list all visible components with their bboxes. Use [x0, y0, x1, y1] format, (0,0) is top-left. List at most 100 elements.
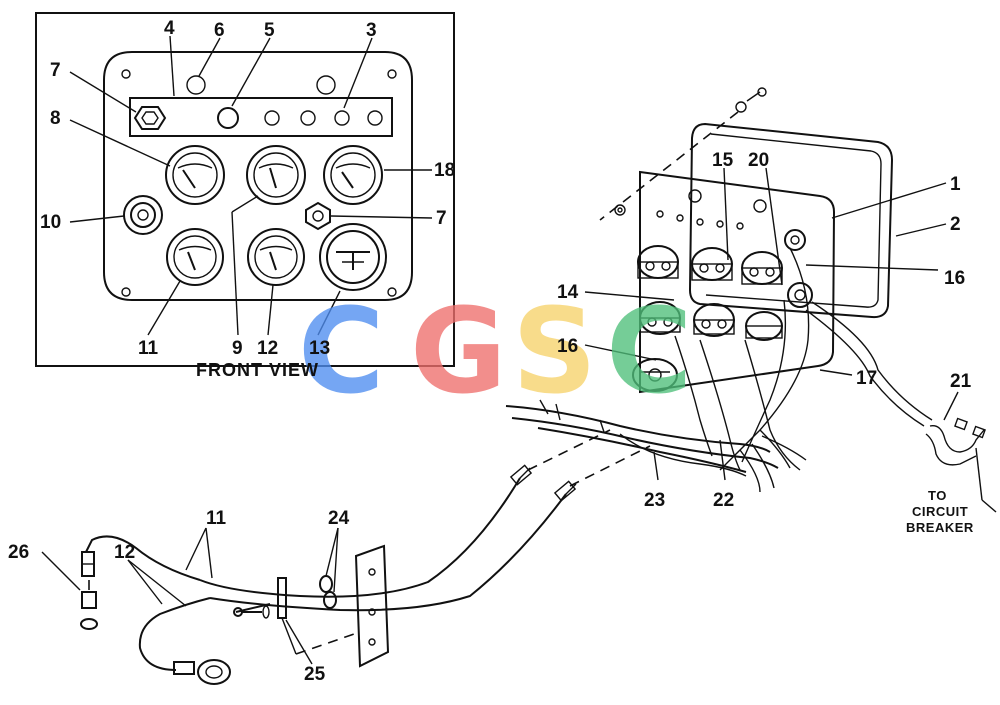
sender-unit-icon	[80, 551, 98, 630]
connector-icon	[784, 229, 806, 251]
terminal-icon	[972, 425, 986, 439]
callout-label: 11	[206, 508, 227, 529]
rear-gauge-icon	[745, 311, 783, 341]
watermark-letter: C	[606, 282, 693, 420]
callout-label: 16	[944, 268, 965, 289]
toggle-switch-icon	[123, 195, 163, 235]
gauge-icon	[323, 145, 383, 205]
sender-leads	[85, 429, 651, 671]
callout-label: 6	[214, 20, 225, 41]
breaker-note-line: TO	[928, 488, 947, 503]
panel-outline	[103, 51, 413, 301]
mount-hole-icon	[121, 287, 131, 297]
callout-label: 23	[644, 490, 665, 511]
panel-hole-icon	[716, 220, 724, 228]
exploded-assembly	[41, 87, 997, 685]
gauge-icon	[166, 228, 224, 286]
callout-label: 1	[950, 174, 961, 195]
callout-label: 2	[950, 214, 961, 235]
front-view-caption: FRONT VIEW	[196, 360, 319, 380]
callout-label: 11	[138, 338, 159, 359]
screw-icon	[735, 87, 767, 113]
lamp-hole-icon	[367, 110, 383, 126]
callout-label: 14	[557, 282, 579, 303]
indicator-strip	[129, 97, 393, 137]
panel-hole-icon	[753, 199, 767, 213]
callout-labels: 4 6 5 3 7 8 10 18 7 11 9 12 13 FRONT VIE…	[8, 18, 974, 685]
front-view-frame	[35, 12, 455, 367]
hex-nut-icon	[305, 201, 331, 231]
cover-plate-inner	[705, 133, 882, 308]
callout-label: 8	[50, 108, 61, 129]
watermark-letter: S	[512, 282, 597, 420]
mounting-bracket	[233, 544, 390, 668]
callout-label: 13	[309, 338, 330, 359]
callout-label: 3	[366, 20, 377, 41]
callout-label: 7	[436, 208, 447, 229]
indicator-hole-icon	[186, 75, 206, 95]
wiring-harness	[505, 247, 986, 493]
gauge-icon	[247, 228, 305, 286]
rear-gauge-icon	[637, 245, 679, 279]
hex-nut-inner-icon	[141, 111, 159, 125]
front-view-group	[35, 12, 455, 367]
connector-icon	[509, 464, 533, 486]
clock-gauge-icon	[319, 223, 387, 291]
cover-plate	[688, 122, 894, 319]
callout-label: 16	[557, 336, 578, 357]
callout-label: 25	[304, 664, 326, 685]
rear-gauge-icon	[693, 303, 735, 337]
gauge-icon	[165, 145, 225, 205]
alignment-line	[599, 111, 739, 221]
assembly-leaders	[41, 167, 997, 665]
callout-label: 20	[748, 150, 769, 171]
hex-nut-inner-icon	[312, 210, 324, 222]
watermark-letter: G	[410, 282, 507, 420]
hex-nut-icon	[133, 106, 167, 130]
mount-hole-icon	[387, 69, 397, 79]
callout-label: 17	[856, 368, 877, 389]
lamp-hole-icon	[300, 110, 316, 126]
callout-label: 26	[8, 542, 29, 563]
callout-label: 7	[50, 60, 61, 81]
breaker-note-line: CIRCUIT	[912, 504, 968, 519]
lamp-hole-icon	[264, 110, 280, 126]
callout-label: 12	[257, 338, 278, 359]
callout-label: 24	[328, 508, 350, 529]
callout-label: 5	[264, 20, 275, 41]
watermark: C G S C	[298, 282, 693, 420]
callout-label: 4	[164, 18, 175, 39]
callout-label: 12	[114, 542, 135, 563]
indicator-hole-icon	[316, 75, 336, 95]
mount-hole-icon	[121, 69, 131, 79]
panel-hole-icon	[736, 222, 744, 230]
front-view-leaders	[69, 35, 433, 336]
watermark-letter: C	[298, 282, 385, 420]
callout-label: 18	[434, 160, 455, 181]
rear-clock-icon	[632, 358, 678, 392]
callout-label: 22	[713, 490, 734, 511]
breaker-note-line: BREAKER	[906, 520, 974, 535]
sender-unit-icon	[173, 659, 231, 685]
rear-gauge-icon	[741, 251, 783, 285]
panel-hole-icon	[688, 189, 702, 203]
panel-hole-icon	[696, 218, 704, 226]
terminal-icon	[954, 417, 968, 431]
callout-label: 21	[950, 371, 972, 392]
instrument-panel-back	[639, 170, 836, 394]
switch-hole-icon	[217, 107, 239, 129]
lamp-hole-icon	[334, 110, 350, 126]
connector-icon	[787, 282, 813, 308]
callout-label: 10	[40, 212, 61, 233]
mount-hole-icon	[387, 287, 397, 297]
panel-hole-icon	[676, 214, 684, 222]
rear-gauge-icon	[691, 247, 733, 281]
gauge-icon	[246, 145, 306, 205]
callout-label: 15	[712, 150, 734, 171]
rear-gauge-icon	[639, 301, 681, 335]
panel-hole-icon	[656, 210, 664, 218]
callout-label: 9	[232, 338, 243, 359]
screw-icon	[614, 204, 626, 216]
